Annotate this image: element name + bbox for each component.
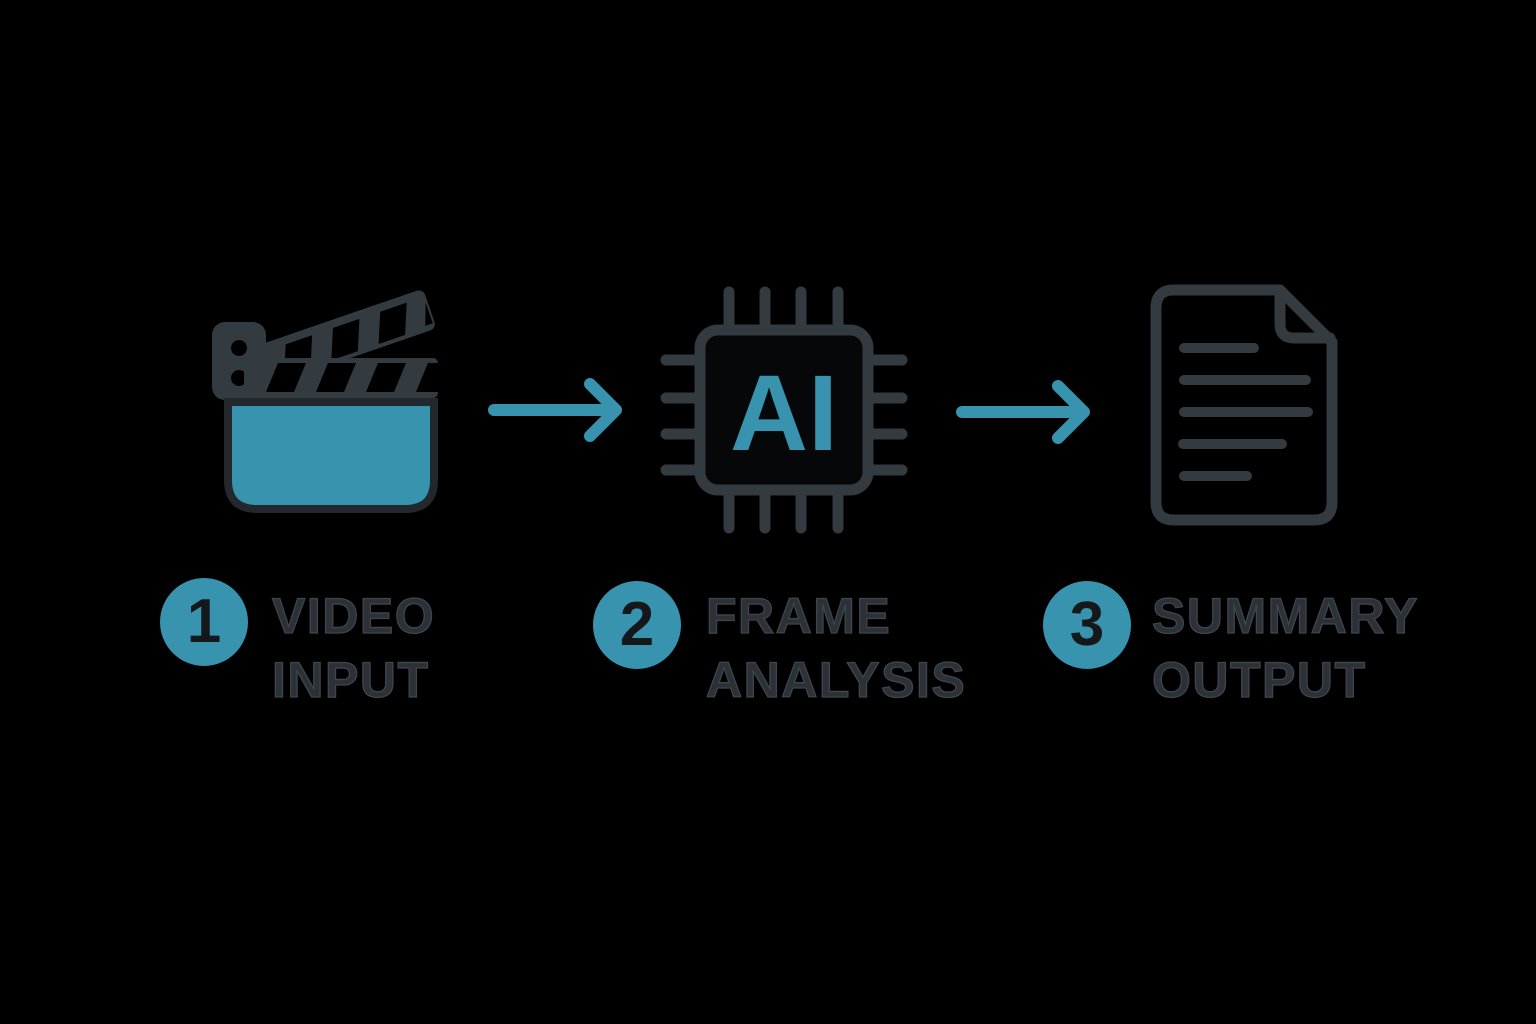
step-1-label-line1: VIDEO	[271, 587, 436, 644]
step-1-number-badge: 1	[160, 578, 248, 666]
ai-chip-icon: AI	[660, 286, 908, 534]
step-2-label-line1: FRAME	[705, 587, 892, 644]
step-2-number-badge: 2	[593, 581, 681, 669]
step-3-label: SUMMARY OUTPUT	[1151, 584, 1419, 712]
clapperboard-stripe-bar	[244, 358, 438, 398]
clapperboard-icon	[212, 290, 438, 513]
chip-ai-text: AI	[730, 352, 838, 473]
document-icon	[1150, 284, 1338, 526]
step-3-label-line1: SUMMARY	[1151, 587, 1419, 644]
step-3-number-badge: 3	[1043, 581, 1131, 669]
step-1-label-line2: INPUT	[271, 651, 430, 708]
step-3-label-line2: OUTPUT	[1151, 651, 1367, 708]
clapperboard-body	[224, 398, 438, 513]
step-2-label: FRAME ANALYSIS	[705, 584, 967, 712]
step-1-label: VIDEO INPUT	[271, 584, 436, 712]
step-2-label-line2: ANALYSIS	[705, 651, 967, 708]
arrow-right-icon	[956, 380, 1090, 444]
arrow-right-icon	[488, 378, 622, 442]
